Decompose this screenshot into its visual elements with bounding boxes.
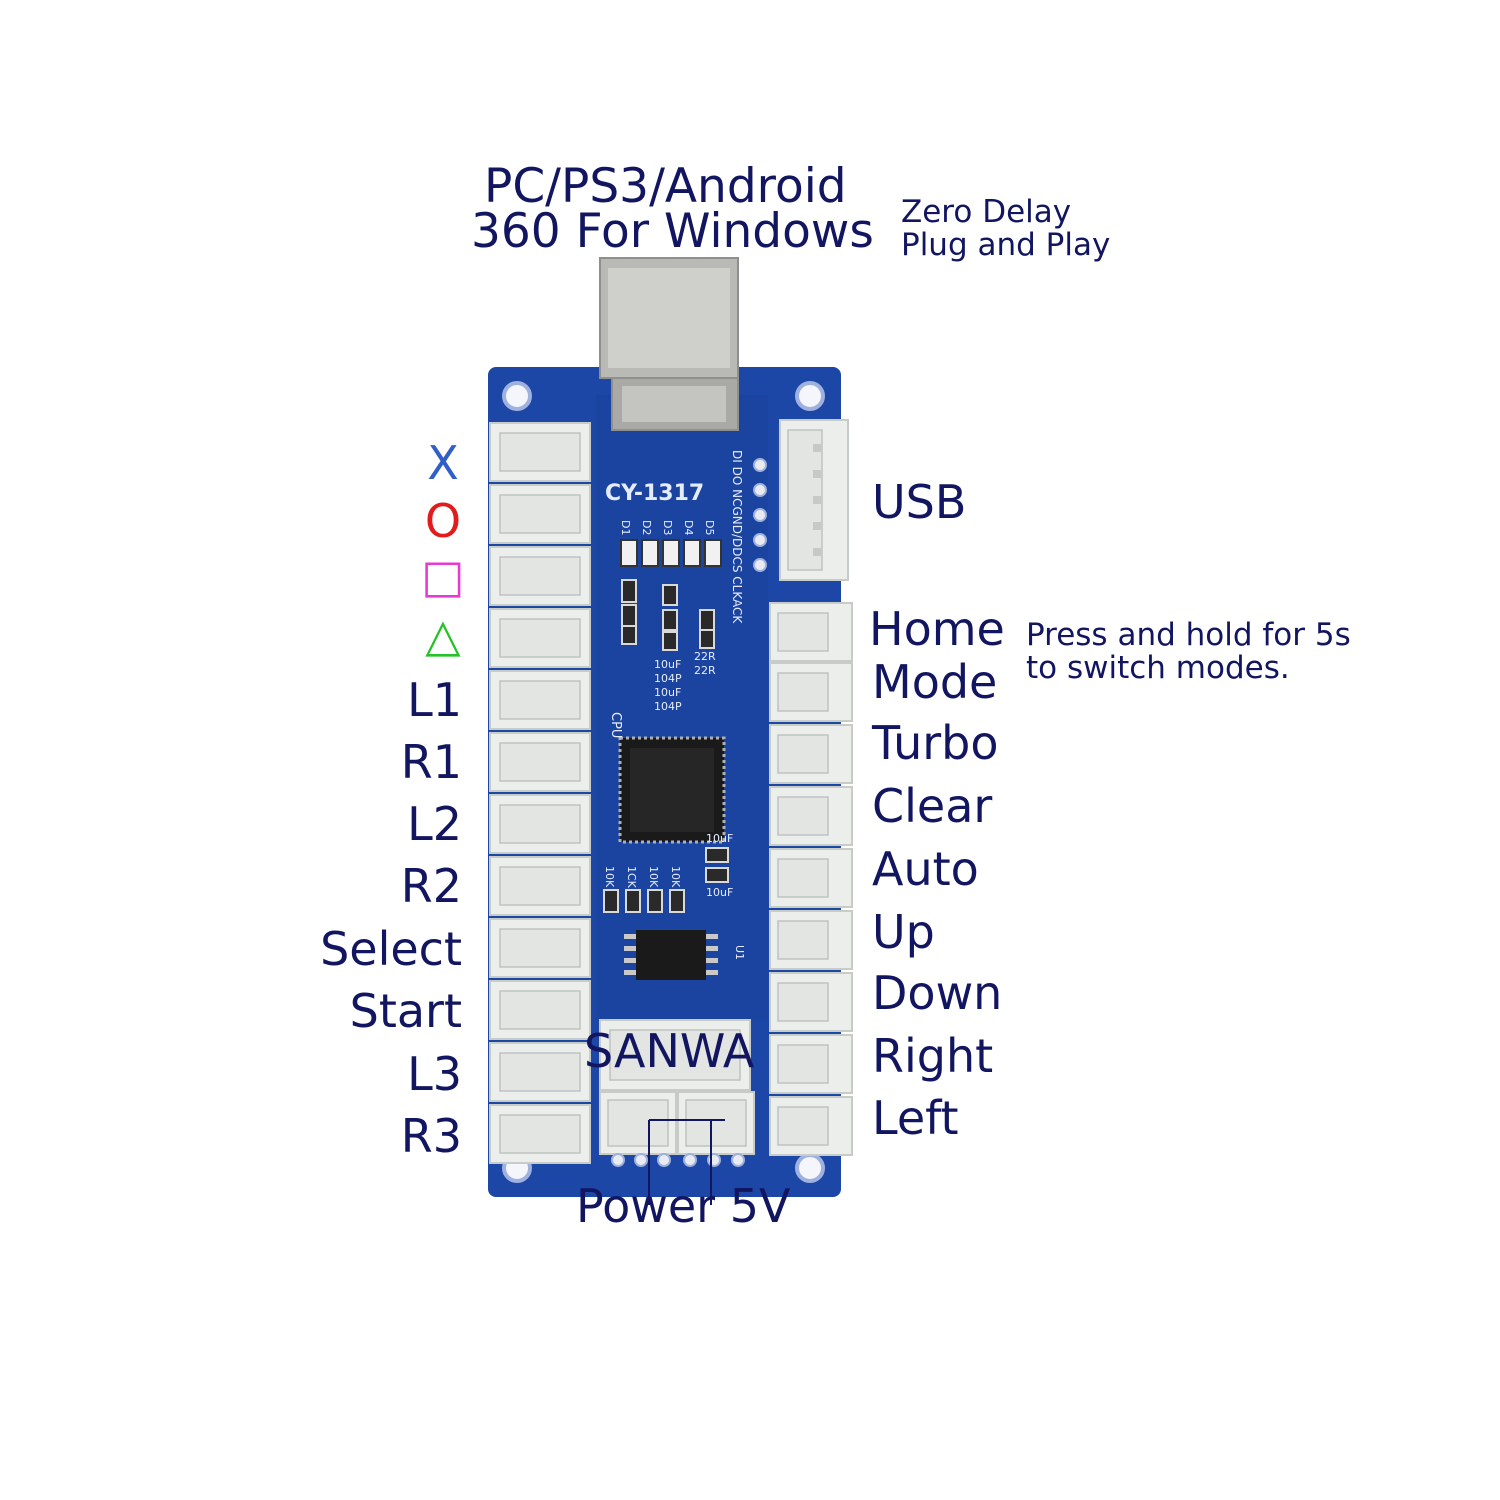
label-auto: Auto — [872, 842, 979, 896]
right-connectors — [769, 602, 853, 1156]
sanwa-label: SANWA — [584, 1024, 755, 1078]
usb-b-port — [599, 257, 739, 431]
mounting-hole — [795, 1153, 825, 1183]
cap-label: 10uF — [706, 886, 733, 899]
usb-header-connector — [779, 419, 849, 581]
label-right: Right — [872, 1029, 994, 1083]
label-l2: L2 — [407, 797, 462, 851]
label-l3: L3 — [407, 1047, 462, 1101]
home-note-line1: Press and hold for 5s — [1026, 617, 1351, 653]
header-pin-holes — [753, 458, 767, 572]
home-note-line2: to switch modes. — [1026, 650, 1290, 686]
label-l1: L1 — [407, 673, 462, 727]
header-pins-silk-label: DI DO NCGND/DDCS CLKACK — [730, 450, 744, 624]
led-label: D2 — [640, 520, 653, 535]
label-r2: R2 — [400, 859, 462, 913]
label-usb: USB — [872, 475, 967, 529]
feature-plug-and-play: Plug and Play — [901, 227, 1111, 263]
board-model-label: CY-1317 — [605, 481, 704, 506]
bottom-connectors — [599, 1019, 755, 1155]
res-label: 10K — [647, 866, 660, 888]
mounting-hole — [795, 381, 825, 411]
label-up: Up — [872, 905, 935, 959]
power-label: Power 5V — [576, 1179, 791, 1233]
smd-components — [603, 579, 729, 913]
label-r1: R1 — [400, 735, 462, 789]
pcb-center-panel — [596, 395, 768, 1020]
status-leds — [620, 539, 722, 567]
label-down: Down — [872, 966, 1003, 1020]
label-select: Select — [320, 922, 462, 976]
triangle-button-symbol: △ — [425, 608, 461, 662]
cpu-chip — [618, 736, 726, 844]
label-home: Home — [869, 602, 1005, 656]
circle-button-symbol: O — [424, 494, 462, 548]
cross-button-symbol: X — [427, 436, 459, 490]
res-label: 10K — [603, 866, 616, 888]
mounting-hole — [502, 381, 532, 411]
led-label: D5 — [703, 520, 716, 535]
cpu-silk-label: CPU — [608, 712, 623, 738]
label-r3: R3 — [400, 1109, 462, 1163]
led-label: D4 — [682, 520, 695, 535]
u1-chip — [624, 930, 718, 980]
res-label: 10K — [669, 866, 682, 888]
led-label: D1 — [619, 520, 632, 535]
label-left: Left — [872, 1091, 959, 1145]
feature-zero-delay: Zero Delay — [901, 194, 1072, 230]
res-label: 1CK — [625, 866, 638, 889]
compatibility-title-line2: 360 For Windows — [471, 204, 874, 259]
cap-label: 104P — [654, 672, 682, 685]
cap-label: 10uF — [654, 658, 681, 671]
ic-label: U1 — [733, 945, 746, 960]
compatibility-title-line1: PC/PS3/Android — [484, 159, 847, 214]
cap-label: 10uF — [654, 686, 681, 699]
label-turbo: Turbo — [872, 716, 999, 770]
label-start: Start — [349, 984, 462, 1038]
label-clear: Clear — [872, 779, 993, 833]
label-mode: Mode — [872, 655, 998, 709]
res-label: 22R — [694, 650, 716, 663]
left-connectors — [489, 422, 591, 1164]
power-pointer-lines — [648, 1119, 725, 1205]
cap-label: 10uF — [706, 832, 733, 845]
power-pin-holes — [611, 1153, 745, 1167]
square-button-symbol: □ — [421, 549, 465, 603]
cap-label: 104P — [654, 700, 682, 713]
res-label: 22R — [694, 664, 716, 677]
led-label: D3 — [661, 520, 674, 535]
